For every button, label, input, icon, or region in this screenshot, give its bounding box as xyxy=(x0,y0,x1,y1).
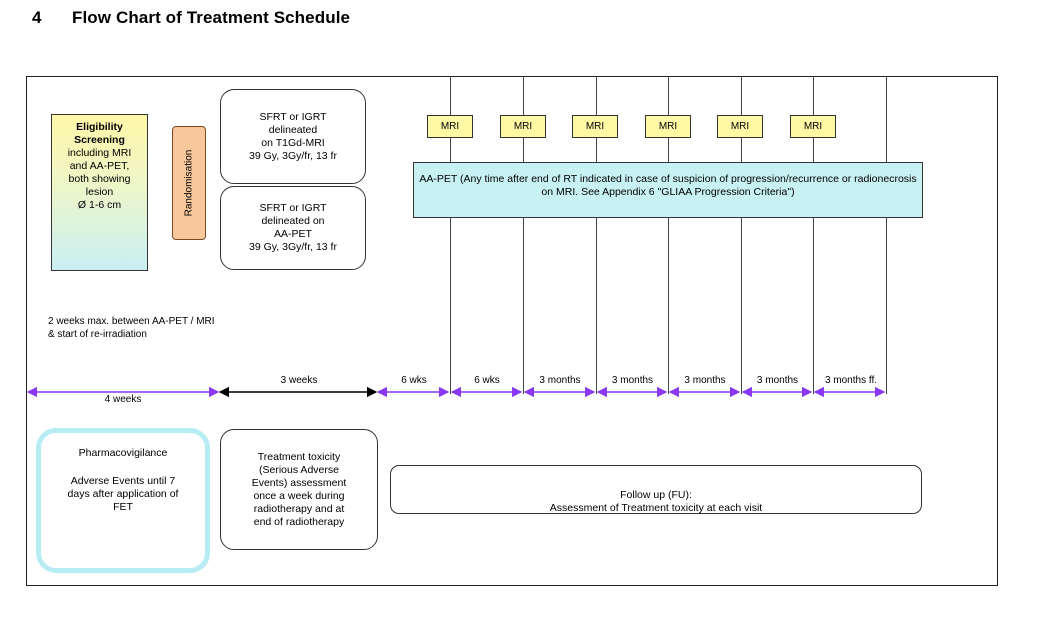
visit-line xyxy=(450,76,451,394)
timeline-label: 6 wks xyxy=(474,375,500,386)
timeline-label: 3 months ff. xyxy=(824,375,878,386)
treatment-toxicity-box: Treatment toxicity (Serious Adverse Even… xyxy=(220,429,378,550)
timeline-label: 3 weeks xyxy=(280,375,318,386)
timeline-label: 3 months xyxy=(756,375,799,386)
section-title: Flow Chart of Treatment Schedule xyxy=(72,8,351,27)
page-heading: 4 Flow Chart of Treatment Schedule xyxy=(32,8,350,28)
arm-mri-text: SFRT or IGRT delineated on T1Gd-MRI 39 G… xyxy=(249,110,337,162)
visit-line xyxy=(668,76,669,394)
timeline-label: 6 wks xyxy=(401,375,427,386)
arm-aapet-text: SFRT or IGRT delineated on AA-PET 39 Gy,… xyxy=(249,202,337,253)
diagram-frame xyxy=(26,76,998,586)
aapet-note-text: AA-PET (Any time after end of RT indicat… xyxy=(419,173,917,198)
arm-aapet-box: SFRT or IGRT delineated on AA-PET 39 Gy,… xyxy=(220,186,366,270)
timeline-label-4-weeks: 4 weeks xyxy=(104,394,142,405)
treatment-toxicity-text: Treatment toxicity (Serious Adverse Even… xyxy=(251,450,347,528)
timeline-label: 3 months xyxy=(611,375,654,386)
mri-visit-box: MRI xyxy=(427,115,473,138)
section-number: 4 xyxy=(32,8,42,27)
arm-mri-box: SFRT or IGRT delineated on T1Gd-MRI 39 G… xyxy=(220,89,366,184)
follow-up-box: Follow up (FU): Assessment of Treatment … xyxy=(390,465,922,514)
timeline-label: 3 months xyxy=(539,375,581,386)
pharmacovigilance-box: Pharmacovigilance Adverse Events until 7… xyxy=(36,428,210,573)
follow-up-text: Follow up (FU): Assessment of Treatment … xyxy=(549,489,763,514)
mri-visit-box: MRI xyxy=(717,115,763,138)
visit-line xyxy=(886,76,887,394)
visit-line xyxy=(523,76,524,394)
visit-line xyxy=(813,76,814,394)
eligibility-title: Eligibility Screening xyxy=(74,121,125,146)
mri-visit-box: MRI xyxy=(500,115,546,138)
eligibility-details: including MRI and AA-PET, both showing l… xyxy=(67,147,132,211)
visit-line xyxy=(741,76,742,394)
screening-window-note: 2 weeks max. between AA-PET / MRI & star… xyxy=(48,316,215,340)
eligibility-screening-box: Eligibility Screening including MRI and … xyxy=(51,114,148,271)
pharmacovigilance-details: Adverse Events until 7 days after applic… xyxy=(67,475,179,513)
mri-visit-box: MRI xyxy=(790,115,836,138)
mri-visit-box: MRI xyxy=(572,115,618,138)
visit-line xyxy=(596,76,597,394)
pharmacovigilance-title: Pharmacovigilance xyxy=(78,447,168,459)
mri-visit-box: MRI xyxy=(645,115,691,138)
aapet-note-box: AA-PET (Any time after end of RT indicat… xyxy=(413,162,923,218)
timeline-label: 3 months xyxy=(684,375,726,386)
randomisation-box: Randomisation xyxy=(172,126,206,240)
